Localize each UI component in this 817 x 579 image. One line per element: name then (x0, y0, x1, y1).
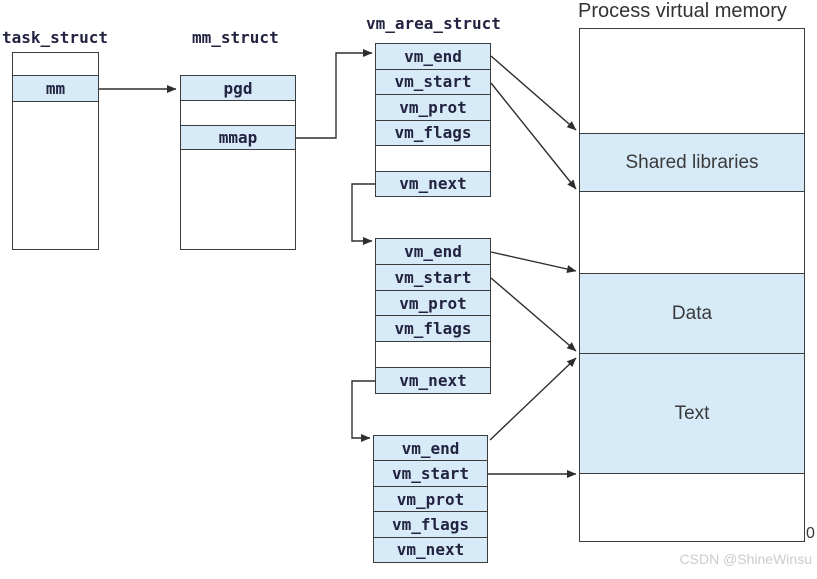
memory-region-shared-libraries: Shared libraries (580, 134, 804, 192)
arrow-vma1-vmnext-to-vma2 (351, 183, 375, 245)
memory-origin-label: 0 (806, 525, 815, 542)
field-vm-flags: vm_flags (374, 512, 487, 538)
memory-region-text: Text (580, 354, 804, 474)
arrow-vma3-vmend-to-mem (489, 357, 577, 441)
field-vm-prot: vm_prot (376, 290, 490, 317)
field-vm-next: vm_next (376, 171, 490, 196)
field-mmap: mmap (181, 126, 295, 150)
field-vm-end: vm_end (374, 436, 487, 462)
process-memory-map: Shared libraries Data Text (579, 28, 805, 542)
field-vm-end: vm_end (376, 44, 490, 70)
vma-node-1: vm_end vm_start vm_prot vm_flags vm_next (375, 43, 491, 197)
arrow-mmap-to-vma1 (296, 49, 373, 139)
vma-empty-cell (376, 146, 490, 172)
field-vm-flags: vm_flags (376, 120, 490, 146)
arrow-vma2-vmnext-to-vma3 (351, 380, 375, 442)
memory-region-data: Data (580, 274, 804, 354)
vm-area-struct-title: vm_area_struct (366, 14, 501, 33)
watermark: CSDN @ShineWinsu (679, 551, 812, 567)
field-vm-end: vm_end (376, 239, 490, 265)
arrow-vma1-vmend-to-mem (490, 55, 577, 131)
mm-struct-box: pgd mmap (180, 75, 296, 250)
task-struct-title: task_struct (2, 28, 108, 47)
mm-struct-title: mm_struct (192, 28, 279, 47)
arrow-vma1-vmstart-to-mem (490, 82, 577, 190)
memory-region-empty-bottom (580, 474, 804, 541)
field-vm-next: vm_next (376, 368, 490, 393)
field-vm-next: vm_next (374, 537, 487, 563)
task-struct-empty-cell (13, 53, 98, 76)
field-vm-start: vm_start (376, 69, 490, 95)
vma-node-3: vm_end vm_start vm_prot vm_flags vm_next (373, 435, 488, 563)
field-vm-flags: vm_flags (376, 316, 490, 343)
vma-node-2: vm_end vm_start vm_prot vm_flags vm_next (375, 238, 491, 394)
arrow-vma2-vmend-to-mem (490, 251, 577, 273)
arrow-vma2-vmstart-to-mem (490, 277, 577, 352)
memory-region-empty-middle (580, 192, 804, 274)
task-struct-box: mm (12, 52, 99, 250)
mm-struct-empty-cell (181, 101, 295, 126)
process-virtual-memory-title: Process virtual memory (578, 0, 787, 22)
vma-empty-cell (376, 342, 490, 369)
field-pgd: pgd (181, 76, 295, 101)
field-vm-prot: vm_prot (374, 486, 487, 513)
field-mm: mm (13, 76, 98, 102)
field-vm-prot: vm_prot (376, 95, 490, 121)
memory-region-empty-top (580, 29, 804, 134)
field-vm-start: vm_start (376, 264, 490, 291)
field-vm-start: vm_start (374, 461, 487, 487)
